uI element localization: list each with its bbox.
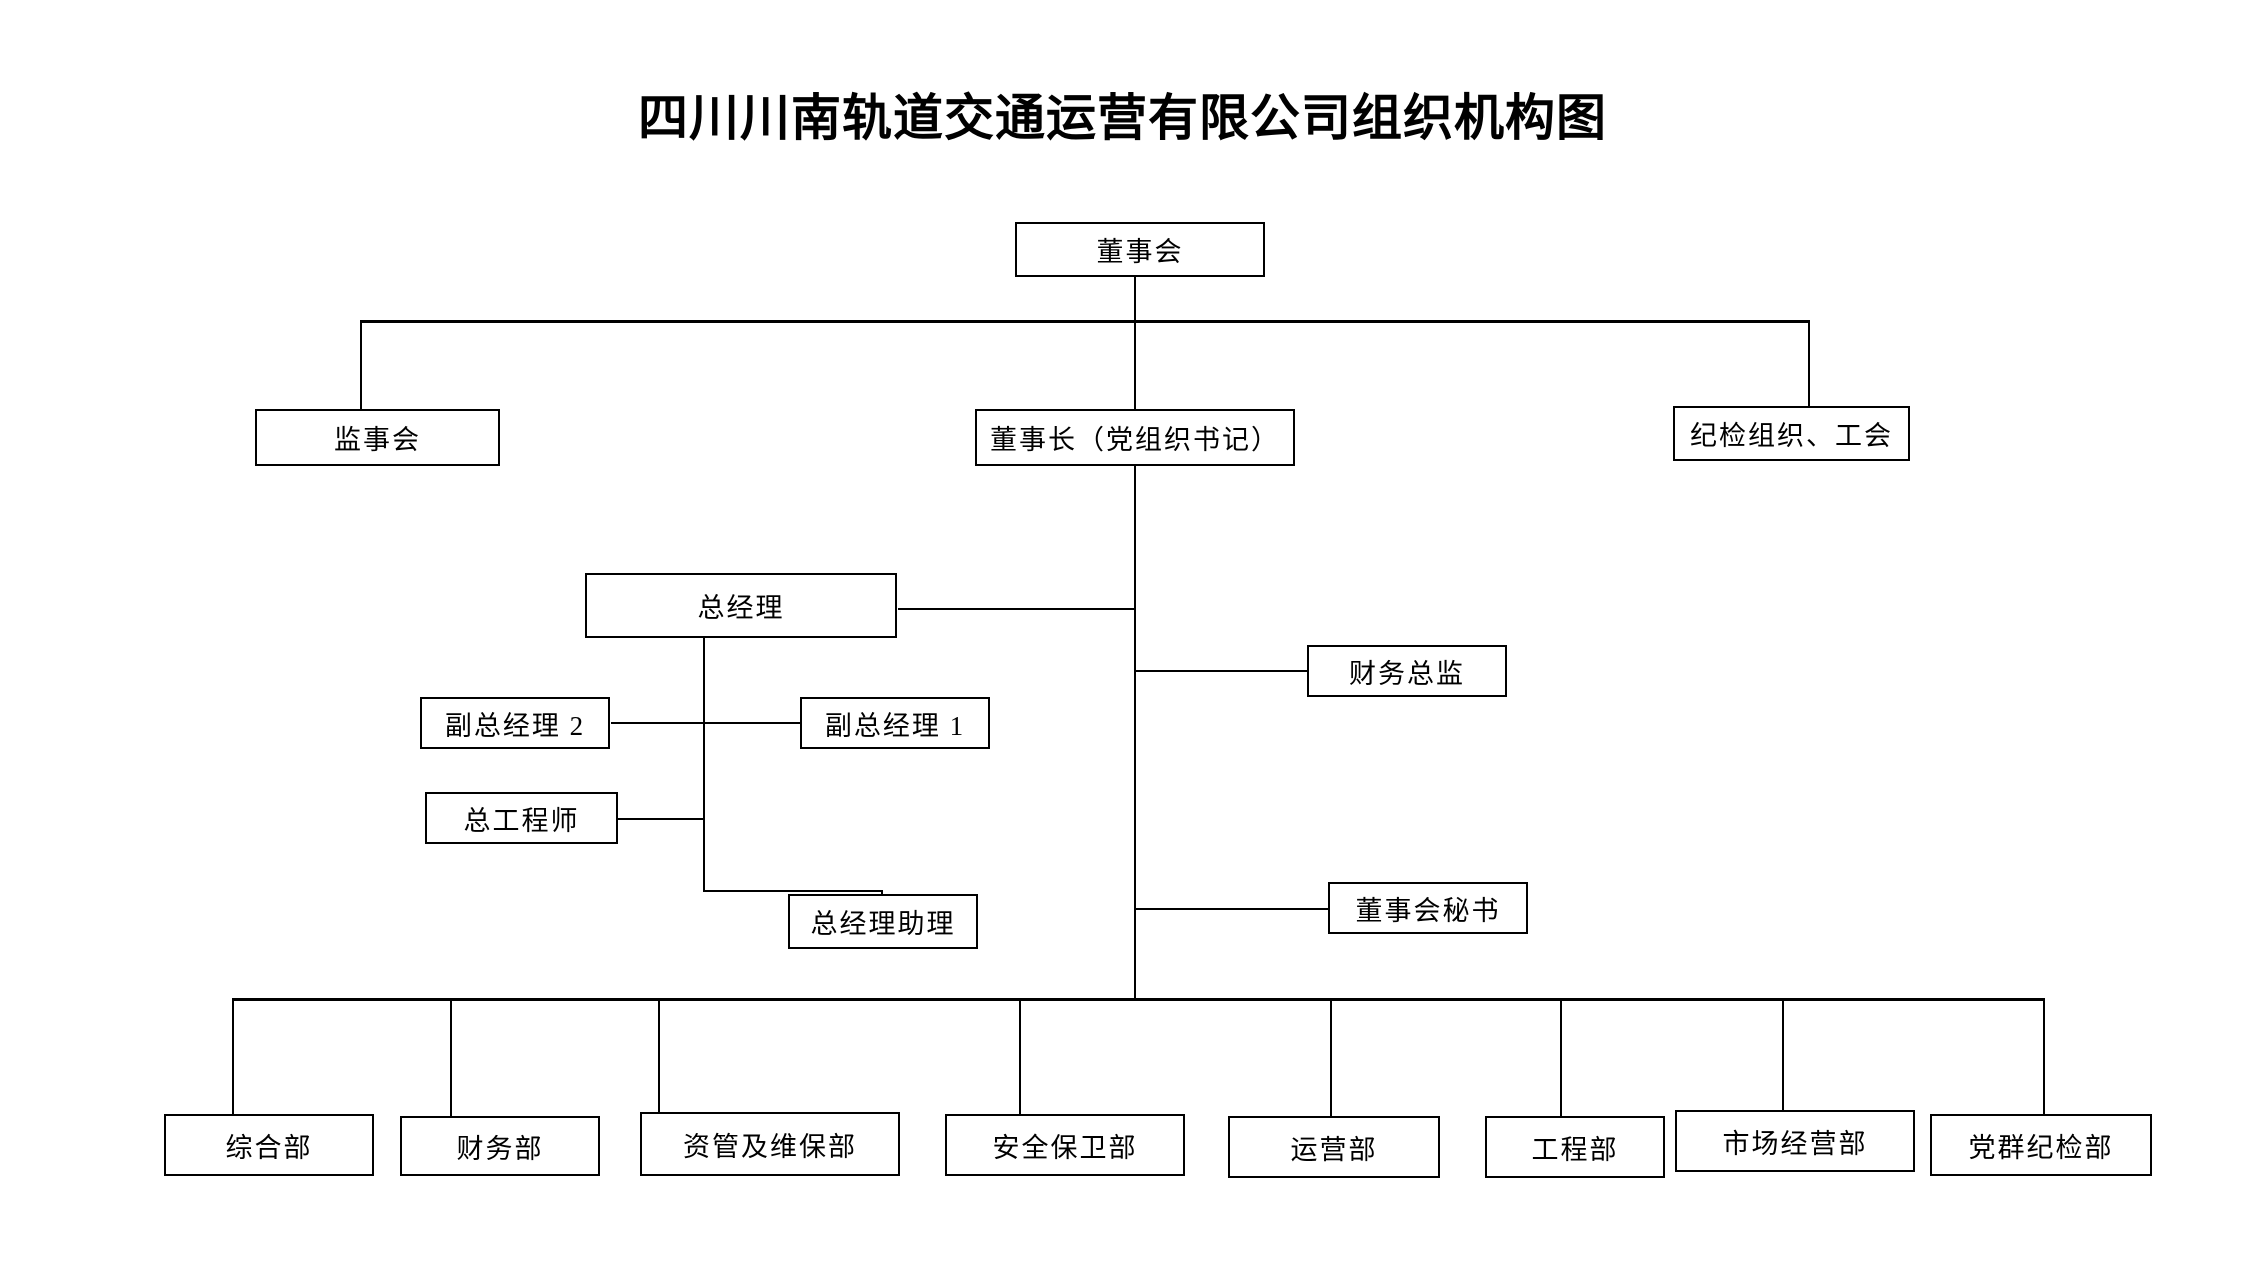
department-box-0[interactable]: 综合部 (164, 1114, 374, 1176)
department-box-6[interactable]: 市场经营部 (1675, 1110, 1915, 1172)
node-label: 财务总监 (1349, 658, 1465, 689)
node-deputy-general-manager-2[interactable]: 副总经理 2 (420, 697, 610, 749)
department-label: 运营部 (1290, 1134, 1378, 1165)
node-label: 总工程师 (463, 805, 580, 836)
connector-gm-spine-bottom (703, 890, 883, 892)
department-box-2[interactable]: 资管及维保部 (640, 1112, 900, 1176)
department-label: 工程部 (1531, 1134, 1619, 1165)
node-label: 总经理助理 (810, 909, 956, 939)
department-box-5[interactable]: 工程部 (1485, 1116, 1665, 1178)
connector-bus-to-dept-1 (450, 998, 452, 1118)
connector-bus-to-chairman (1134, 320, 1136, 410)
node-label: 监事会 (334, 425, 421, 455)
connector-bus-to-dept-6 (1782, 998, 1784, 1118)
connector-board-down (1134, 277, 1136, 322)
connector-gm-spine (703, 638, 705, 892)
department-box-4[interactable]: 运营部 (1228, 1116, 1440, 1178)
department-label: 安全保卫部 (992, 1132, 1138, 1163)
node-board-secretary[interactable]: 董事会秘书 (1328, 882, 1528, 934)
connector-bus-to-discipline (1808, 320, 1810, 410)
department-box-7[interactable]: 党群纪检部 (1930, 1114, 2152, 1176)
connector-bus-to-dept-0 (232, 998, 234, 1118)
connector-department-bus-right-ext (1782, 998, 2045, 1001)
node-discipline-union[interactable]: 纪检组织、工会 (1673, 406, 1910, 461)
department-box-3[interactable]: 安全保卫部 (945, 1114, 1185, 1176)
department-box-1[interactable]: 财务部 (400, 1116, 600, 1176)
connector-bus-to-dept-5 (1560, 998, 1562, 1118)
node-board-of-supervisors[interactable]: 监事会 (255, 409, 500, 466)
connector-chairman-to-secretary (1134, 908, 1328, 910)
connector-spine-to-deputy-gm-1 (703, 722, 803, 724)
department-label: 党群纪检部 (1968, 1132, 2114, 1163)
node-label: 董事会秘书 (1355, 895, 1501, 926)
connector-chairman-spine (1134, 466, 1136, 1000)
connector-bus-to-dept-3 (1019, 998, 1021, 1118)
connector-chairman-to-cfo (1134, 670, 1307, 672)
connector-department-bus (232, 998, 1785, 1001)
connector-bus-to-supervisors (360, 320, 362, 410)
node-general-manager-assistant[interactable]: 总经理助理 (788, 894, 978, 949)
node-label: 董事长（党组织书记） (990, 425, 1280, 455)
connector-bus-to-dept-2 (658, 998, 660, 1118)
department-label: 资管及维保部 (683, 1131, 857, 1162)
page-title: 四川川南轨道交通运营有限公司组织机构图 (638, 89, 1607, 147)
connector-chief-engineer-to-spine (618, 818, 704, 820)
connector-top-bus (360, 320, 1810, 323)
connector-bus-to-dept-4 (1330, 998, 1332, 1118)
connector-deputy-gm-2-to-spine (611, 722, 704, 724)
node-general-manager[interactable]: 总经理 (585, 573, 897, 638)
node-cfo[interactable]: 财务总监 (1307, 645, 1507, 697)
node-board-of-directors[interactable]: 董事会 (1015, 222, 1265, 277)
node-label: 副总经理 2 (444, 710, 586, 741)
node-label: 副总经理 1 (824, 710, 966, 741)
department-label: 综合部 (225, 1132, 313, 1163)
node-label: 董事会 (1096, 237, 1184, 267)
node-deputy-general-manager-1[interactable]: 副总经理 1 (800, 697, 990, 749)
department-label: 财务部 (456, 1133, 544, 1164)
node-chairman[interactable]: 董事长（党组织书记） (975, 409, 1295, 466)
department-label: 市场经营部 (1722, 1128, 1868, 1159)
node-chief-engineer[interactable]: 总工程师 (425, 792, 618, 844)
node-label: 纪检组织、工会 (1690, 421, 1893, 451)
connector-bus-to-dept-7 (2043, 998, 2045, 1118)
connector-chairman-to-gm (898, 608, 1135, 610)
node-label: 总经理 (697, 593, 785, 623)
